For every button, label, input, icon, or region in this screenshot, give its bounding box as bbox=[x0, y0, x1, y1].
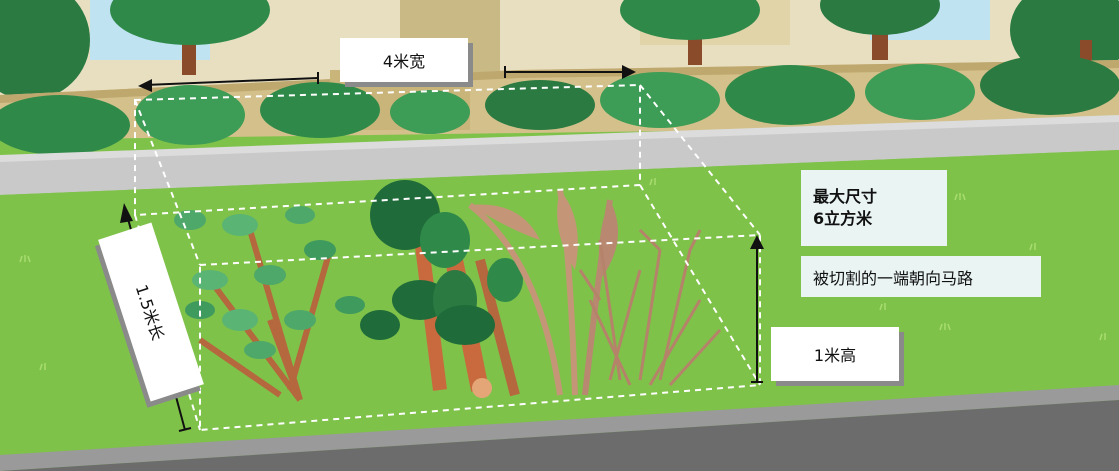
width-label: 4米宽 bbox=[340, 38, 468, 82]
grass-tufts bbox=[19, 178, 1106, 371]
logs-and-foliage bbox=[360, 180, 523, 398]
footpath bbox=[0, 120, 1119, 195]
road bbox=[0, 400, 1119, 471]
height-arrow bbox=[750, 235, 764, 383]
max-size-title: 最大尺寸 bbox=[813, 187, 878, 206]
height-label: 1米高 bbox=[771, 327, 899, 381]
hedges bbox=[0, 55, 1119, 155]
cut-end-note: 被切割的一端朝向马路 bbox=[801, 256, 1041, 297]
leafy-branches bbox=[174, 206, 365, 402]
green-waste-pile bbox=[174, 180, 722, 402]
kerb bbox=[0, 385, 1119, 471]
max-size-box: 最大尺寸 6立方米 bbox=[801, 170, 947, 246]
width-arrow bbox=[138, 65, 636, 92]
max-size-value: 6立方米 bbox=[813, 209, 873, 228]
background-trees bbox=[0, 0, 1119, 100]
dry-twigs bbox=[578, 228, 722, 387]
